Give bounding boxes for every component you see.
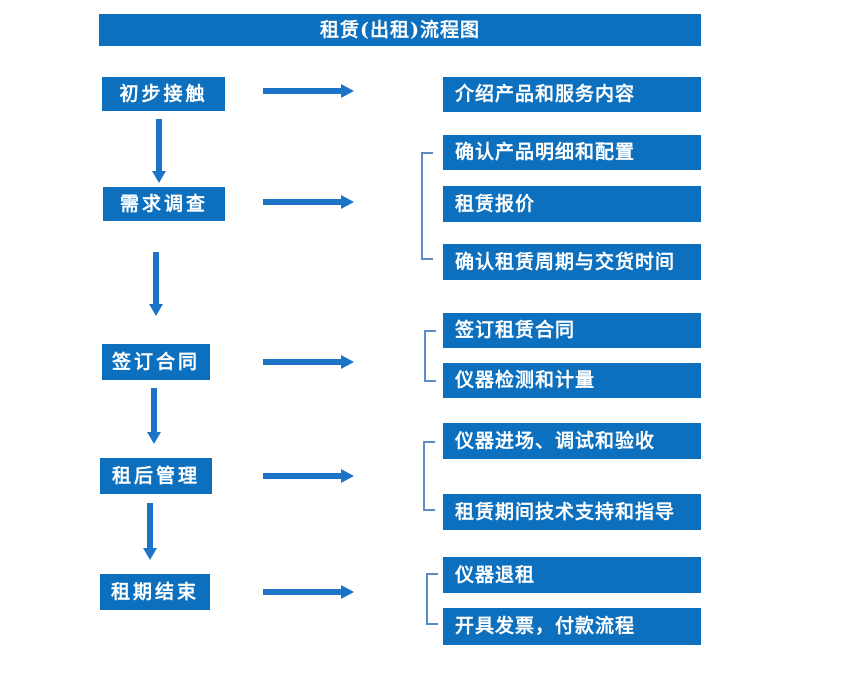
detail-box-invoice-payment-process: 开具发票，付款流程: [443, 608, 701, 645]
down-arrow-icon-2: [149, 252, 163, 316]
detail-box-rental-quotation: 租赁报价: [443, 186, 701, 222]
right-arrow-icon-4: [263, 469, 354, 483]
step-box-rental-end: 租期结束: [100, 574, 210, 610]
right-arrow-icon-1: [263, 84, 354, 98]
arrow-head: [341, 355, 354, 369]
detail-box-introduce-products-services: 介绍产品和服务内容: [443, 77, 701, 112]
arrow-head: [341, 469, 354, 483]
flowchart-title-bar: 租赁(出租)流程图: [99, 14, 701, 46]
arrow-head: [147, 432, 161, 444]
arrow-shaft: [153, 252, 159, 304]
arrow-shaft: [263, 589, 341, 595]
detail-box-technical-support-guidance: 租赁期间技术支持和指导: [443, 494, 701, 530]
step-box-post-rental-management: 租后管理: [100, 458, 212, 494]
detail-box-instrument-testing-metering: 仪器检测和计量: [443, 363, 701, 398]
arrow-shaft: [151, 388, 157, 432]
arrow-shaft: [156, 119, 162, 171]
flowchart-title: 租赁(出租)流程图: [320, 19, 480, 41]
down-arrow-icon-4: [143, 503, 157, 560]
down-arrow-icon-1: [152, 119, 166, 183]
group-bracket-post-rental: [423, 441, 435, 511]
arrow-shaft: [263, 199, 341, 205]
step-box-sign-contract: 签订合同: [102, 344, 210, 380]
arrow-head: [143, 548, 157, 560]
detail-box-instrument-return: 仪器退租: [443, 557, 701, 593]
group-bracket-demand-survey: [421, 152, 433, 260]
group-bracket-sign-contract: [424, 330, 436, 382]
arrow-shaft: [263, 473, 341, 479]
detail-box-confirm-rental-period-delivery: 确认租赁周期与交货时间: [443, 244, 701, 280]
detail-box-confirm-product-details: 确认产品明细和配置: [443, 135, 701, 170]
step-box-initial-contact: 初步接触: [102, 77, 225, 111]
arrow-shaft: [147, 503, 153, 548]
arrow-head: [152, 171, 166, 183]
arrow-head: [341, 585, 354, 599]
down-arrow-icon-3: [147, 388, 161, 444]
arrow-head: [149, 304, 163, 316]
arrow-shaft: [263, 88, 341, 94]
arrow-head: [341, 195, 354, 209]
right-arrow-icon-5: [263, 585, 354, 599]
detail-box-sign-rental-contract: 签订租赁合同: [443, 313, 701, 348]
group-bracket-rental-end: [426, 573, 438, 625]
arrow-shaft: [263, 359, 341, 365]
detail-box-instrument-entry-debug-acceptance: 仪器进场、调试和验收: [443, 423, 701, 459]
arrow-head: [341, 84, 354, 98]
right-arrow-icon-2: [263, 195, 354, 209]
right-arrow-icon-3: [263, 355, 354, 369]
step-box-demand-survey: 需求调查: [103, 187, 225, 221]
